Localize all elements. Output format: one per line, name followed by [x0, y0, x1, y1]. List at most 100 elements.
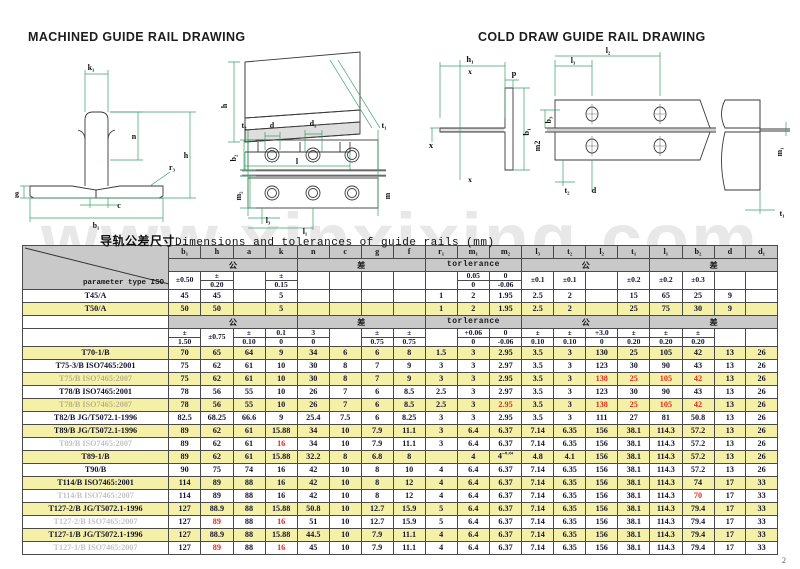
cell-k: 16 — [264, 488, 298, 503]
label-l3: l₃ — [266, 216, 271, 225]
cell-b₂: 43 — [681, 358, 715, 373]
cell-k: 15.88 — [264, 501, 298, 516]
cell-b₁: 114 — [168, 475, 202, 490]
cell-c: 10 — [328, 436, 362, 451]
tolerance-k: ±0.15 — [264, 271, 298, 290]
cell-l₁: 114.3 — [649, 488, 683, 503]
tolerance2-l₁: ±0.20 — [649, 327, 683, 347]
cell-m₁: 3 — [456, 384, 490, 399]
cell-l₂: 156 — [585, 436, 619, 451]
col-header-m₁: m₁ — [456, 245, 490, 259]
cell-m₂: 2.97 — [488, 384, 523, 399]
cell-l₃: 7.14 — [521, 423, 555, 438]
cell-d₁: 26 — [745, 436, 778, 451]
cell-a: 88 — [232, 540, 266, 555]
label-g: g — [15, 189, 19, 198]
cell-m₂: 2.95 — [488, 345, 523, 360]
tolerance-m₂: 0-0.06 — [488, 271, 523, 290]
cell-c: 7 — [328, 397, 362, 412]
table-caption-cn: 导轨公差尺寸 — [100, 234, 176, 248]
cell-t₁: 38.1 — [617, 475, 651, 490]
cell-m₁: 6.4 — [456, 540, 490, 555]
cell-r₁: 2.5 — [424, 397, 458, 412]
tolerance2-t₁: ±0.20 — [617, 327, 651, 347]
cell-t₂: 6.35 — [553, 501, 587, 516]
cell-b₁: 127 — [168, 527, 202, 542]
cell-a: 88 — [232, 475, 266, 490]
cell-k: 15.88 — [264, 423, 298, 438]
label-d: d — [270, 121, 275, 130]
cell-b₁: 45 — [168, 288, 202, 303]
cell-m₂: 1.95 — [488, 301, 523, 316]
cell-c: 10 — [328, 462, 362, 477]
cell-m₁: 6.4 — [456, 423, 490, 438]
label-m1: m — [383, 192, 392, 199]
cell-m₂: 6.37 — [488, 462, 523, 477]
cell-b₁: 89 — [168, 423, 202, 438]
label-p: p — [512, 68, 517, 78]
cell-h: 89 — [200, 540, 234, 555]
cell-l₁: 90 — [649, 358, 683, 373]
cell-k: 5 — [264, 288, 298, 303]
tolerance-t₂: ±0.1 — [553, 271, 587, 290]
label-b1: b₁ — [93, 221, 100, 230]
cell-t₂: 4.1 — [553, 449, 587, 464]
cell-h: 88.9 — [200, 501, 234, 516]
group-tolerance: torlerance — [424, 258, 523, 272]
col-header-m₂: m₂ — [488, 245, 523, 259]
cell-l₁: 114.3 — [649, 540, 683, 555]
cell-c: 10 — [328, 488, 362, 503]
cell-h: 88.9 — [200, 527, 234, 542]
label-x-top: x — [468, 67, 472, 76]
cell-b₁: 127 — [168, 501, 202, 516]
cell-g — [360, 301, 394, 316]
tolerance2-b₁: ±1.50 — [168, 327, 202, 347]
cell-t₂: 6.35 — [553, 540, 587, 555]
cell-c: 10 — [328, 423, 362, 438]
cell-l₁: 114.3 — [649, 436, 683, 451]
group-cha: 差 — [296, 314, 426, 329]
cell-c: 6 — [328, 345, 362, 360]
cell-m₁: 6.4 — [456, 462, 490, 477]
cell-n: 26 — [296, 397, 330, 412]
cell-m₁: 3 — [456, 397, 490, 412]
cell-l₁: 114.3 — [649, 501, 683, 516]
cell-f: 12 — [392, 488, 426, 503]
cell-t₁: 38.1 — [617, 527, 651, 542]
tolerance-g — [360, 271, 394, 290]
cell-l₂: 156 — [585, 514, 619, 529]
tolerance-d — [713, 271, 747, 290]
cell-t₁: 38.1 — [617, 449, 651, 464]
cell-n: 42 — [296, 475, 330, 490]
cell-r₁: 4 — [424, 462, 458, 477]
cell-d₁: 33 — [745, 514, 778, 529]
label-h1: h₁ — [466, 54, 474, 64]
cell-m₂: 6.37 — [488, 501, 523, 516]
cell-d: 13 — [713, 384, 747, 399]
cell-t₂: 6.35 — [553, 423, 587, 438]
cell-k: 10 — [264, 397, 298, 412]
cell-l₁: 114.3 — [649, 475, 683, 490]
col-header-l₃: l₃ — [521, 245, 555, 259]
cell-f: 8.5 — [392, 384, 426, 399]
cell-d: 17 — [713, 475, 747, 490]
cell-c: 8 — [328, 358, 362, 373]
cell-n: 45 — [296, 540, 330, 555]
cell-t₁: 38.1 — [617, 540, 651, 555]
cell-t₁: 38.1 — [617, 462, 651, 477]
cell-d₁: 33 — [745, 540, 778, 555]
cell-l₃: 3.5 — [521, 397, 555, 412]
tolerance-l₂ — [585, 271, 619, 290]
table-caption: 导轨公差尺寸Dimensions and tolerances of guide… — [100, 232, 495, 249]
cell-f: 15.9 — [392, 501, 426, 516]
t-rail-cross-section — [29, 111, 164, 199]
cell-c: 10 — [328, 540, 362, 555]
cell-k: 16 — [264, 436, 298, 451]
tolerance2-a: ±0.10 — [232, 327, 266, 347]
cell-h: 62 — [200, 423, 234, 438]
row-type-label: T78/B ISO7465:2001 — [21, 384, 170, 399]
